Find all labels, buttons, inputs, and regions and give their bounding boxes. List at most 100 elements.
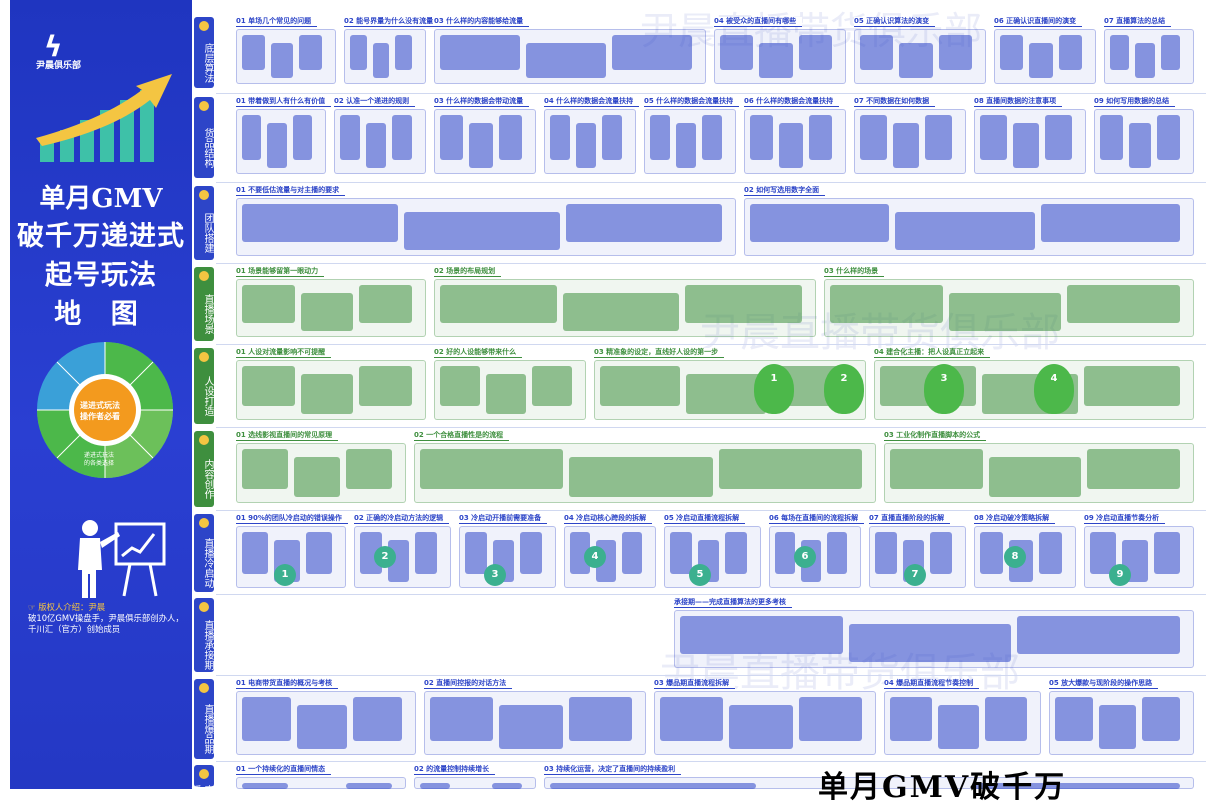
row-content-6: 01 选线影视直播间的常见原理 02 一个合格直播性是的流程 03 工业化制作直播脚… — [234, 429, 1204, 509]
presenter-icon — [78, 520, 166, 598]
section-heading-text: 02 的流量控制持续增长 — [414, 765, 496, 775]
content-block — [242, 35, 265, 70]
content-block — [352, 697, 402, 741]
content-block — [1058, 35, 1082, 70]
section-heading: 02 认准一个递进的规则 — [334, 97, 416, 107]
content-block — [1017, 616, 1180, 654]
content-block — [570, 532, 590, 574]
row-tag-8: 直播承接期 — [194, 598, 214, 672]
content-block — [486, 374, 526, 414]
content-block — [860, 35, 894, 70]
content-block — [670, 532, 692, 574]
content-block — [750, 115, 774, 160]
section-heading: 05 什么样的数据会流量扶持 — [644, 97, 740, 107]
wheel-center-line-1: 递进式玩法 — [80, 401, 120, 410]
content-block — [1128, 123, 1152, 168]
section-heading-text: 03 工业化制作直播脚本的公式 — [884, 431, 987, 441]
row-tag-1: 底层算法 — [194, 17, 214, 88]
section-heading: 03 精准象的设定，直线好人设的第一步 — [594, 348, 725, 358]
section-heading-text: 04 爆品期直播流程节奏控制 — [884, 679, 980, 689]
row-divider — [216, 182, 1206, 183]
section-heading: 05 冷启动直播流程拆解 — [664, 514, 746, 524]
cold-start-step-2: 2 — [374, 546, 396, 568]
content-block — [1142, 697, 1180, 741]
row-content-8: 承接期——完成直播算法的更多考核 — [234, 596, 1204, 674]
row-tag-label: 直播冷启动 — [202, 538, 213, 588]
content-block — [270, 43, 294, 78]
content-block — [1110, 35, 1130, 70]
section-heading: 04 什么样的数据会流量扶持 — [544, 97, 640, 107]
content-block — [465, 532, 487, 574]
author-line-1: 版权人介绍：尹晨 — [38, 602, 106, 612]
content-block — [346, 449, 392, 489]
author-line-3: 千川汇（官方）创始成员 — [28, 624, 121, 634]
title-line-2: 破千万递进式 — [17, 221, 185, 252]
section-heading: 01 单场几个常见的问题 — [236, 17, 318, 27]
content-block — [306, 532, 332, 574]
content-block — [395, 35, 412, 70]
section-heading: 03 什么样的数据会带动流量 — [434, 97, 530, 107]
bar-6 — [140, 90, 154, 162]
row-content-10: 01 一个持续化的直播间情态 02 的流量控制持续增长 03 持续化运营，决定了直播… — [234, 763, 1204, 789]
author-intro: ☞ 版权人介绍：尹晨 破10亿GMV操盘手，尹晨俱乐部创办人， 千川汇（官方）创… — [28, 602, 192, 635]
bullet-icon — [199, 271, 209, 281]
content-block — [420, 783, 450, 789]
content-block — [798, 35, 832, 70]
content-block — [988, 457, 1082, 497]
content-block — [300, 374, 354, 414]
bottom-title: 单月GMV破千万 — [818, 770, 1067, 805]
content-block — [1045, 115, 1072, 160]
content-block — [895, 212, 1035, 250]
content-block — [526, 43, 606, 78]
content-block — [292, 115, 312, 160]
section-heading-text: 04 建合化主播：把人设真正立起来 — [874, 348, 991, 358]
content-block — [1012, 123, 1040, 168]
content-block — [759, 43, 793, 78]
content-block — [775, 532, 795, 574]
row-tag-2: 货品结构 — [194, 97, 214, 178]
row-tag-label: 人设打造 — [202, 376, 213, 416]
content-block — [1135, 43, 1155, 78]
content-block — [660, 697, 724, 741]
section-heading-text: 06 每场在直播间的流程拆解 — [769, 514, 865, 524]
row-tag-label: 直播 — [189, 785, 213, 795]
content-block — [985, 697, 1027, 741]
content-block — [415, 532, 437, 574]
bullet-icon — [199, 435, 209, 445]
section-heading-text: 04 被受众的直播间有哪些 — [714, 17, 803, 27]
persona-step-2: 2 — [824, 364, 864, 414]
content-block — [532, 366, 572, 406]
content-block — [720, 35, 754, 70]
row-divider — [216, 510, 1206, 511]
content-block — [366, 123, 386, 168]
content-block — [469, 123, 493, 168]
section-heading: 01 一个持续化的直播间情态 — [236, 765, 332, 775]
section-heading-text: 01 带着做到人有什么有价值 — [236, 97, 332, 107]
section-heading: 03 什么样的场景 — [824, 267, 885, 277]
content-block — [980, 115, 1007, 160]
content-block — [242, 204, 398, 242]
content-block — [612, 35, 692, 70]
section-heading-text: 04 什么样的数据会流量扶持 — [544, 97, 640, 107]
row-divider — [216, 594, 1206, 595]
content-block — [860, 115, 887, 160]
section-heading: 02 一个合格直播性是的流程 — [414, 431, 510, 441]
content-block — [622, 532, 642, 574]
content-block — [980, 532, 1004, 574]
content-block — [299, 35, 322, 70]
section-heading-text: 03 持续化运营，决定了直播间的持续盈利 — [544, 765, 682, 775]
section-heading: 01 选线影视直播间的常见原理 — [236, 431, 339, 441]
section-heading-text: 01 选线影视直播间的常见原理 — [236, 431, 339, 441]
section-heading-text: 01 电商带货直播的概况与考核 — [236, 679, 339, 689]
section-heading: 02 正确的冷启动方法的逻辑 — [354, 514, 450, 524]
row-tag-label: 直播场景 — [202, 294, 213, 334]
section-heading-text: 07 直播算法的总结 — [1104, 17, 1172, 27]
section-heading: 02 的流量控制持续增长 — [414, 765, 496, 775]
bullet-icon — [199, 101, 209, 111]
row-tag-10: 直播 — [189, 765, 214, 795]
content-block — [267, 123, 287, 168]
